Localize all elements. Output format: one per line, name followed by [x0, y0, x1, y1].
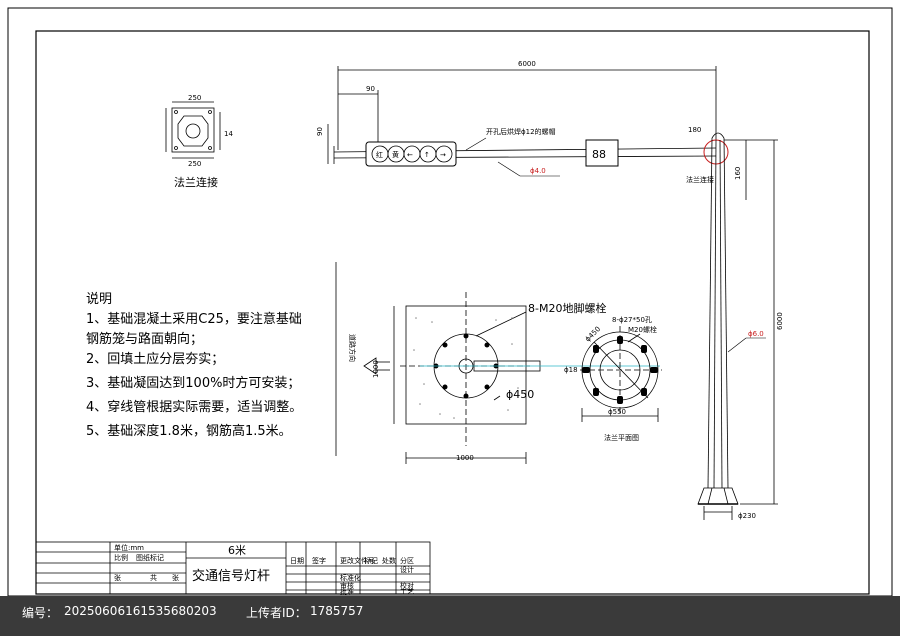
approve-label: 批准 [340, 587, 354, 596]
flange-connect-right-label: 法兰连接 [686, 175, 714, 184]
standard-label: 标准化 [340, 573, 361, 582]
signal-pole [697, 132, 778, 520]
id-label: 编号： [22, 606, 59, 620]
flange-holes [582, 336, 658, 404]
signal-red: 红 [376, 150, 383, 159]
unit-label: 单位:mm [114, 543, 144, 552]
arm-height-dim: 90 [316, 127, 324, 136]
total-label: 共 [150, 573, 157, 582]
road-arrow-icon [363, 357, 377, 375]
pole-spec: 6米 [228, 544, 246, 557]
small-flange-detail [165, 101, 221, 159]
drawing-name: 交通信号灯杆 [192, 568, 270, 584]
outer-frame [7, 7, 893, 597]
id-value: 20250606161535680203 [64, 604, 217, 618]
flange-dia-dim: ϕ550 [608, 408, 626, 416]
pole-pipe-size: ϕ6.0 [748, 330, 764, 338]
signal-left-arrow: ← [407, 151, 413, 159]
flange-inner-dim: ϕ18 [564, 366, 578, 374]
note-line-4: 3、基础凝固达到100%时方可安装； [86, 375, 300, 391]
note-line-2: 钢筋笼与路面朝向； [86, 331, 203, 347]
flange-gap-dim: 180 [688, 126, 701, 134]
flange-connect-left-label: 法兰连接 [174, 175, 218, 189]
arm-offset-dim: 90 [366, 85, 375, 93]
mark-label: 标记 [364, 556, 378, 565]
foundation-plan [335, 262, 541, 464]
zone-label: 分区 [400, 556, 414, 565]
note-line-5: 4、穿线管根据实际需要，适当调整。 [86, 399, 302, 415]
m20-label: M20螺栓 [628, 325, 657, 334]
concrete-speckles [413, 317, 519, 419]
uploader-value: 1785757 [310, 604, 364, 618]
note-line-6: 5、基础深度1.8米，钢筋高1.5米。 [86, 423, 292, 439]
sign-label: 签字 [312, 556, 326, 565]
count-label: 处数 [382, 556, 396, 565]
footer-bar: 编号： 20250606161535680203 上传者ID： 1785757 [0, 596, 900, 636]
note-line-3: 2、回填土应分层夯实； [86, 351, 224, 367]
check-label: 校对 [400, 581, 414, 590]
signal-right-arrow: → [440, 151, 446, 159]
uploader-label: 上传者ID： [246, 606, 307, 620]
countdown-housing [585, 139, 619, 167]
review-label: 审核 [340, 581, 354, 590]
note-line-1: 1、基础混凝土采用C25，要注意基础 [86, 311, 302, 327]
scale-label: 比例 [114, 553, 128, 562]
date-label: 日期 [290, 557, 304, 565]
pole-height-dim: 6000 [776, 312, 784, 330]
anchor-bolts-label: 8-M20地脚螺栓 [528, 301, 606, 315]
cap-gap-dim: 160 [734, 167, 742, 180]
title-block [35, 541, 431, 595]
signal-light-housing [365, 141, 457, 167]
small-flange-dim-bottom: 250 [188, 160, 201, 168]
holes-label: 8-ϕ27*50孔 [612, 316, 652, 324]
base-dia-dim: ϕ230 [738, 512, 756, 520]
signal-yellow: 黄 [392, 150, 399, 159]
flange-plan-label: 法兰平面图 [604, 433, 639, 442]
small-flange-dim-side: 14 [224, 130, 233, 138]
inner-frame [35, 30, 870, 595]
flange-bolt-dim: ϕ450 [584, 325, 602, 343]
scale-value: 图纸标记 [136, 553, 164, 562]
process-label: 工艺 [400, 588, 414, 596]
arm-pipe-size: ϕ4.0 [530, 167, 546, 175]
found-height-dim: 1000 [372, 360, 380, 378]
arm-length-dim: 6000 [518, 60, 536, 68]
design-label: 设计 [400, 565, 414, 574]
page-label: 张 [172, 573, 179, 582]
change-doc-label: 更改文件号 [340, 556, 375, 565]
weld-note: 开孔后烘焊ϕ12的螺帽 [486, 127, 556, 136]
road-direction-label: 道路方向 [348, 334, 357, 362]
countdown-digits: 88 [592, 148, 606, 161]
sheet-label: 张 [114, 573, 121, 582]
notes-title: 说明 [86, 292, 112, 307]
signal-up-arrow: ↑ [424, 151, 430, 159]
found-circle-dim: ϕ450 [506, 388, 534, 401]
small-flange-dim-top: 250 [188, 94, 201, 102]
found-width-dim: 1000 [456, 454, 474, 462]
